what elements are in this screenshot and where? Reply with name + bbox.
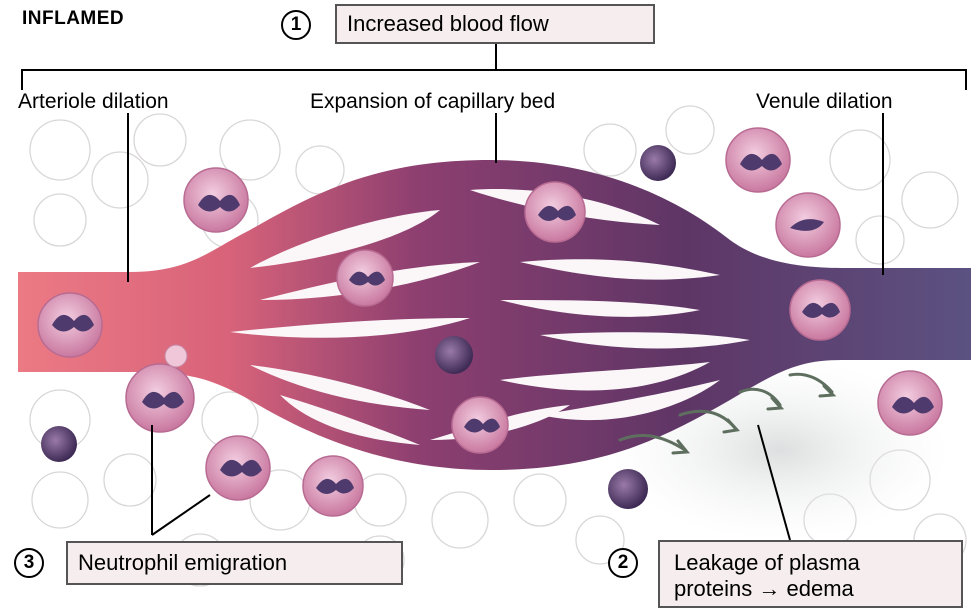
neutrophil-cell <box>38 293 102 357</box>
callout-box-1: Increased blood flow <box>335 4 655 44</box>
callout-box-3: Neutrophil emigration <box>66 541 403 585</box>
neutrophil-cell <box>525 182 585 242</box>
callout-number-3: 3 <box>14 548 44 578</box>
callout-number-2: 2 <box>608 548 638 578</box>
neutrophil-cell <box>206 436 270 500</box>
callout-box-2: Leakage of plasma proteins → edema <box>658 540 963 608</box>
callout-text-3: Neutrophil emigration <box>78 550 287 576</box>
arteriole-label: Arteriole dilation <box>18 91 169 112</box>
callout-number-1: 1 <box>281 10 311 40</box>
neutrophil-cell <box>726 128 790 192</box>
callout-text-1: Increased blood flow <box>347 11 549 37</box>
callout-text-2-line1: Leakage of plasma <box>674 550 947 576</box>
emigrating-neutrophil-pseudopod <box>165 345 187 367</box>
neutrophil-cell <box>337 250 393 306</box>
neutrophil-cell <box>452 397 508 453</box>
callout-text-2-line2: proteins → edema <box>674 576 947 602</box>
neutrophil-cell <box>126 364 194 432</box>
diagram-title: INFLAMED <box>22 9 124 28</box>
neutrophil-cell <box>303 456 363 516</box>
neutrophil-cell <box>184 168 248 232</box>
capillary-label: Expansion of capillary bed <box>310 91 555 112</box>
venule-label: Venule dilation <box>756 91 893 112</box>
neutrophil-cell <box>776 193 840 257</box>
neutrophil-cell <box>878 371 942 435</box>
neutrophil-cell <box>790 280 850 340</box>
